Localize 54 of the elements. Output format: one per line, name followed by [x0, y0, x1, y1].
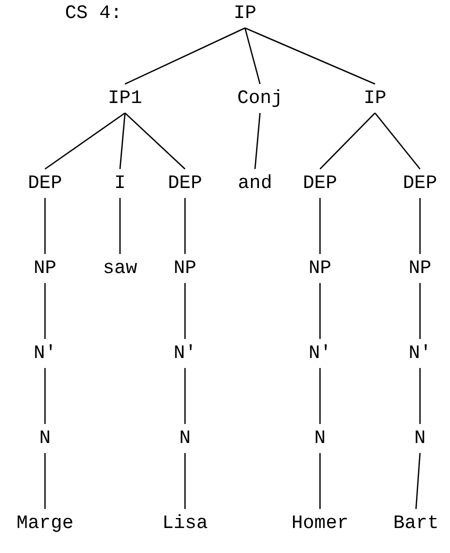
tree-branch	[319, 453, 321, 509]
tree-node-label: N	[179, 427, 191, 449]
tree-branch	[44, 368, 46, 424]
tree-branch	[419, 198, 421, 254]
tree-branch	[254, 112, 261, 170]
tree-node-label: IP	[364, 87, 386, 109]
tree-branch	[419, 368, 421, 424]
tree-node-label: N	[314, 427, 326, 449]
tree-node-label: DEP	[168, 172, 202, 194]
tree-node-label: NP	[174, 257, 196, 279]
tree-branch	[184, 368, 186, 424]
tree-node-label: Homer	[292, 512, 348, 534]
tree-branch	[44, 198, 46, 254]
tree-branch	[374, 112, 420, 170]
tree-node-label: DEP	[28, 172, 62, 194]
tree-branch	[44, 283, 46, 339]
tree-branch	[184, 283, 186, 339]
tree-branch	[320, 112, 376, 170]
tree-branch	[119, 198, 121, 254]
tree-branch	[319, 283, 321, 339]
tree-node-label: IP	[234, 2, 256, 24]
tree-branch	[119, 112, 126, 170]
tree-branch	[184, 198, 186, 254]
tree-node-label: Conj	[237, 87, 283, 109]
tree-node-label: IP1	[108, 87, 142, 109]
tree-node-label: and	[238, 172, 272, 194]
tree-node-label: Bart	[393, 512, 439, 534]
tree-node-label: N'	[34, 342, 56, 364]
tree-node-label: NP	[34, 257, 56, 279]
tree-node-label: N'	[408, 342, 432, 364]
tree-branch	[319, 198, 321, 254]
tree-branch	[419, 283, 421, 339]
tree-node-label: N	[39, 427, 51, 449]
tree-node-label: saw	[102, 257, 138, 279]
tree-branch	[244, 28, 261, 84]
tree-branch	[44, 112, 126, 170]
tree-node-label: Marge	[16, 512, 74, 534]
tree-branch	[415, 452, 421, 510]
tree-node-label: Lisa	[162, 512, 208, 534]
tree-branch	[44, 453, 46, 509]
tree-node-label: N'	[174, 342, 196, 364]
tree-node-label: DEP	[302, 172, 338, 194]
tree-branch	[319, 368, 321, 424]
tree-branch	[244, 27, 376, 85]
tree-branch	[124, 27, 246, 85]
tree-branch	[184, 453, 186, 509]
tree-node-label: N	[414, 427, 426, 449]
tree-node-label: I	[114, 172, 126, 194]
tree-caption: CS 4:	[65, 2, 122, 24]
tree-node-label: DEP	[402, 172, 438, 194]
tree-node-label: N'	[308, 342, 332, 364]
tree-branch	[124, 112, 186, 170]
tree-node-label: NP	[308, 257, 332, 279]
tree-node-label: NP	[408, 257, 432, 279]
